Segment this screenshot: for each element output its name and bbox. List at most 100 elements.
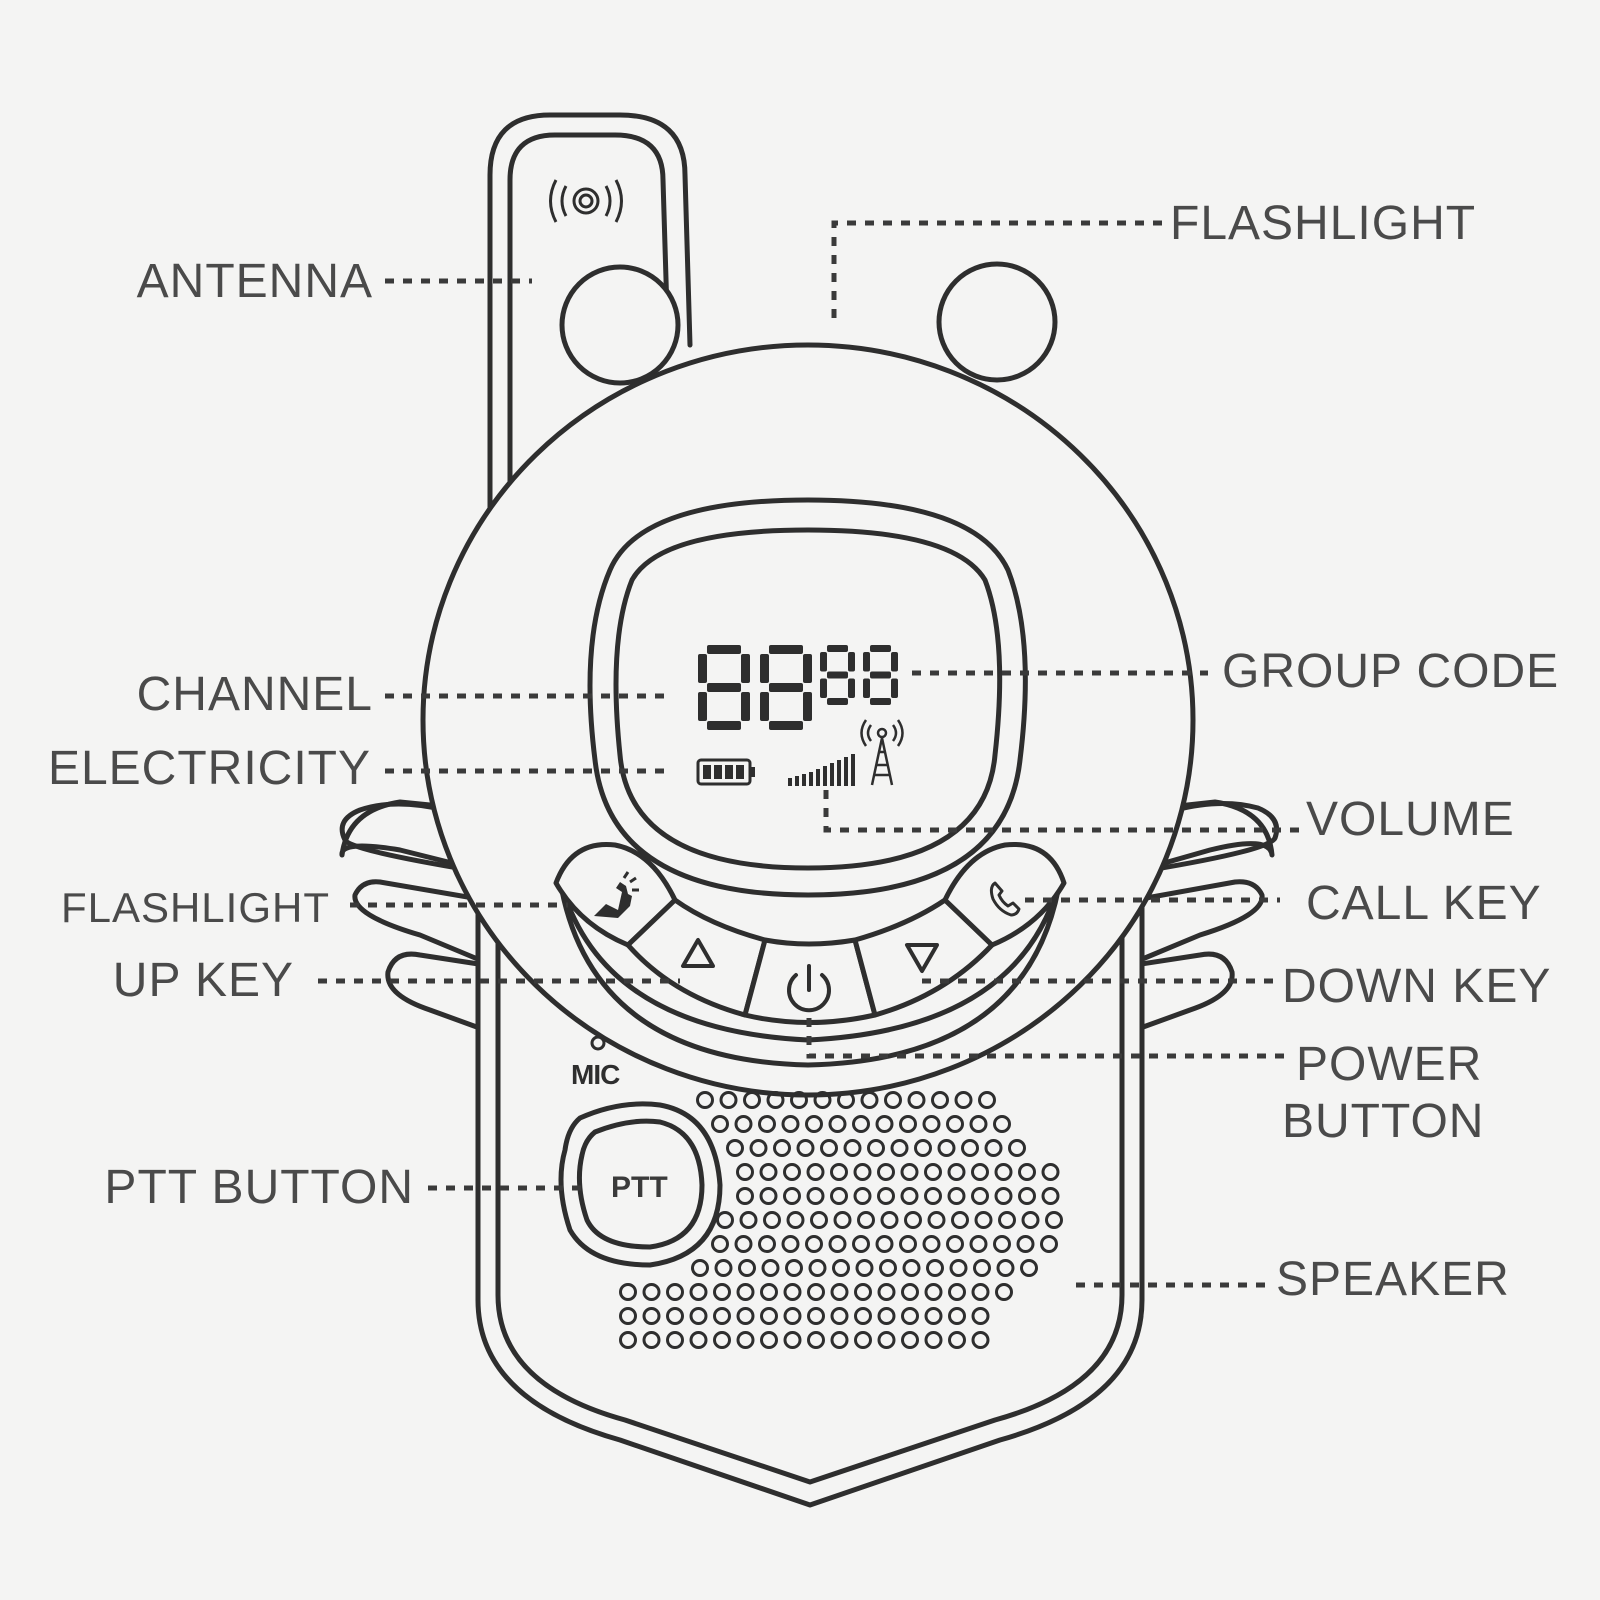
ptt-button[interactable] — [558, 1101, 723, 1268]
speaker-hole — [947, 1187, 966, 1205]
signal-bars-icon — [788, 754, 855, 786]
speaker-hole — [900, 1163, 919, 1181]
speaker-hole — [948, 1283, 966, 1301]
speaker-hole — [713, 1331, 731, 1349]
speaker-hole — [924, 1331, 943, 1349]
speaker-hole — [666, 1283, 684, 1301]
speaker-hole — [716, 1211, 734, 1229]
speaker-hole — [805, 1235, 823, 1253]
speaker-hole — [642, 1283, 661, 1301]
speaker-hole — [783, 1283, 802, 1301]
speaker-hole — [786, 1211, 805, 1229]
speaker-hole — [642, 1331, 661, 1349]
speaker-hole — [805, 1115, 823, 1133]
speaker-hole — [785, 1259, 803, 1277]
speaker-hole — [807, 1283, 825, 1301]
speaker-hole — [995, 1283, 1013, 1301]
speaker-hole — [875, 1115, 894, 1133]
speaker-hole — [1041, 1163, 1060, 1181]
speaker-hole — [696, 1091, 714, 1109]
speaker-hole — [1020, 1259, 1038, 1277]
speaker-hole — [736, 1187, 754, 1205]
speaker-hole — [783, 1331, 802, 1349]
speaker-hole — [773, 1139, 791, 1157]
speaker-hole — [1040, 1235, 1058, 1253]
speaker-hole — [758, 1235, 776, 1253]
speaker-hole — [837, 1091, 855, 1109]
label-flashlight-key: FLASHLIGHT — [60, 884, 330, 931]
leader-lines — [318, 220, 1302, 1288]
speaker-hole — [736, 1307, 755, 1325]
speaker-hole — [899, 1235, 917, 1253]
speaker-hole — [830, 1307, 849, 1325]
speaker-hole — [738, 1259, 756, 1277]
label-up-key: UP KEY — [112, 954, 294, 1007]
speaker-hole — [890, 1139, 909, 1157]
tower-icon — [860, 719, 904, 786]
channel-digit — [698, 645, 750, 730]
label-call-key: CALL KEY — [1306, 877, 1542, 930]
speaker-hole — [759, 1187, 778, 1205]
speaker-hole — [689, 1331, 708, 1349]
speaker-hole — [854, 1283, 872, 1301]
speaker-hole — [830, 1283, 849, 1301]
speaker-hole — [954, 1091, 973, 1109]
speaker-hole — [689, 1307, 708, 1325]
call-key[interactable] — [942, 841, 1067, 948]
mic-hole — [590, 1035, 606, 1051]
speaker-hole — [1018, 1163, 1036, 1181]
speaker-hole — [877, 1283, 896, 1301]
speaker-hole — [1045, 1211, 1063, 1229]
speaker-hole — [901, 1331, 919, 1349]
speaker-hole — [1016, 1235, 1035, 1253]
speaker-hole — [948, 1331, 966, 1349]
speaker-hole — [796, 1139, 815, 1157]
up-triangle-icon — [681, 938, 715, 968]
speaker-hole — [783, 1307, 802, 1325]
speaker-hole — [852, 1115, 870, 1133]
flashlight-key[interactable] — [553, 841, 678, 948]
speaker-hole — [619, 1307, 637, 1325]
speaker-hole — [734, 1115, 753, 1133]
speaker-hole — [922, 1235, 941, 1253]
speaker-hole — [734, 1235, 753, 1253]
down-triangle-icon — [905, 943, 939, 973]
speaker-hole — [719, 1091, 738, 1109]
group-code-digits — [820, 645, 898, 705]
speaker-hole — [879, 1259, 897, 1277]
battery-icon — [696, 758, 755, 786]
speaker-hole — [949, 1259, 968, 1277]
speaker-hole — [922, 1115, 941, 1133]
speaker-hole — [937, 1139, 956, 1157]
speaker-hole — [833, 1211, 852, 1229]
group-code-digit — [863, 645, 898, 705]
speaker-hole — [761, 1259, 780, 1277]
speaker-hole — [854, 1307, 872, 1325]
phone-icon — [989, 881, 1021, 917]
speaker-hole — [807, 1331, 825, 1349]
speaker-hole — [857, 1211, 875, 1229]
label-electricity: ELECTRICITY — [47, 742, 371, 795]
speaker-hole — [877, 1331, 896, 1349]
speaker-hole — [993, 1235, 1011, 1253]
speaker-hole — [749, 1139, 768, 1157]
speaker-hole — [880, 1211, 899, 1229]
speaker-hole — [736, 1283, 755, 1301]
speaker-hole — [691, 1259, 709, 1277]
speaker-hole — [969, 1115, 988, 1133]
speaker-hole — [867, 1139, 885, 1157]
speaker-hole — [994, 1187, 1013, 1205]
speaker-hole — [736, 1163, 754, 1181]
speaker-grille — [619, 1091, 1063, 1349]
speaker-hole — [924, 1283, 943, 1301]
speaker-hole — [1018, 1187, 1036, 1205]
flashlight-icon — [594, 871, 639, 918]
speaker-hole — [877, 1163, 895, 1181]
speaker-hole — [854, 1331, 872, 1349]
speaker-hole — [806, 1187, 825, 1205]
speaker-hole — [984, 1139, 1003, 1157]
speaker-hole — [726, 1139, 744, 1157]
speaker-hole — [914, 1139, 932, 1157]
speaker-hole — [899, 1115, 917, 1133]
